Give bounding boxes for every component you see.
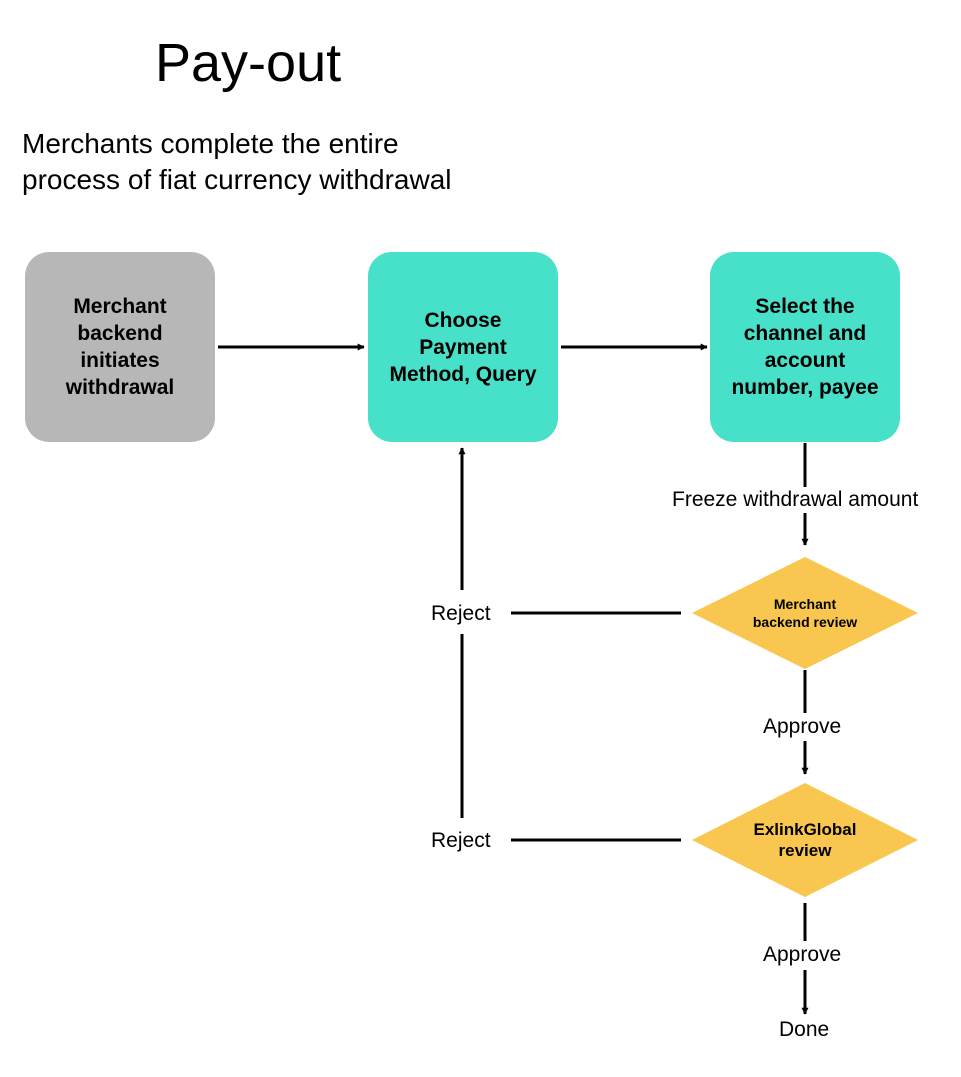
diagram-title: Pay-out: [155, 33, 342, 93]
edge-label-reject-1: Reject: [431, 601, 491, 627]
node-text-line: channel and: [743, 322, 867, 345]
edge-label-freeze: Freeze withdrawal amount: [672, 487, 919, 513]
diamond-exlink-review: [692, 783, 918, 897]
node-select-channel: Select the channel and account number, p…: [710, 252, 900, 442]
subtitle-line-2: process of fiat currency withdrawal: [22, 164, 452, 195]
node-text-line: withdrawal: [65, 376, 175, 399]
node-text-line: backend: [77, 322, 163, 345]
node-merchant-initiates: Merchant backend initiates withdrawal: [25, 252, 215, 442]
node-text-line: backend review: [752, 614, 858, 630]
node-choose-payment: Choose Payment Method, Query: [368, 252, 558, 442]
node-merchant-review-label: Merchant backend review: [730, 588, 880, 638]
node-text-line: account: [764, 349, 846, 372]
edge-label-approve-1: Approve: [763, 714, 842, 740]
node-text-line: Select the: [755, 295, 855, 318]
node-text-line: review: [778, 841, 832, 860]
node-text-line: ExlinkGlobal: [753, 820, 857, 839]
diagram-subtitle: Merchants complete the entire process of…: [22, 126, 452, 198]
node-text-line: Choose: [424, 308, 502, 332]
node-exlink-review-label: ExlinkGlobal review: [730, 815, 880, 865]
node-text-line: initiates: [80, 349, 160, 372]
edge-label-done: Done: [779, 1017, 830, 1043]
edge-label-approve-2: Approve: [763, 942, 842, 968]
diamond-merchant-review: [692, 557, 918, 669]
node-text-line: number, payee: [731, 376, 879, 399]
node-text-line: Merchant: [73, 295, 167, 318]
subtitle-line-1: Merchants complete the entire: [22, 128, 399, 159]
node-text-line: Payment: [419, 335, 507, 359]
node-text-line: Method, Query: [389, 362, 537, 386]
node-text-line: Merchant: [773, 596, 837, 612]
edge-label-reject-2: Reject: [431, 828, 491, 854]
